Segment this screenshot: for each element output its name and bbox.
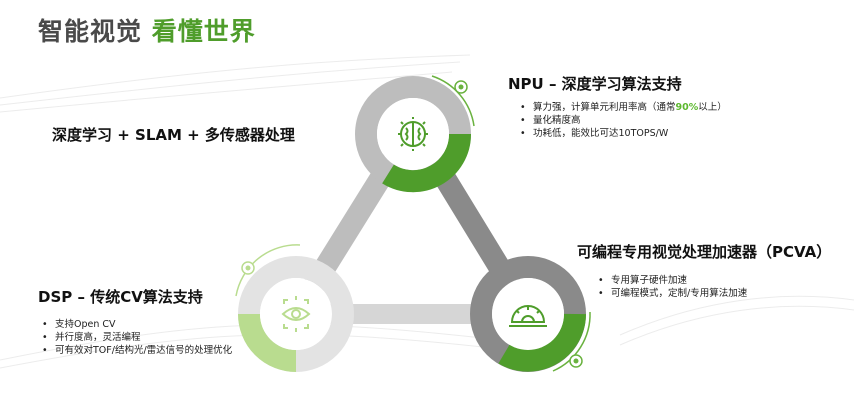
- npu-bullet-1-text: 算力强，计算单元利用率高（通常: [533, 102, 676, 113]
- npu-bullet-1-suffix: 以上）: [698, 102, 727, 113]
- title-accent: 看懂世界: [151, 17, 256, 46]
- npu-bullet-3: 功耗低，能效比可达10TOPS/W: [520, 127, 727, 140]
- node-pcva: [470, 256, 591, 372]
- npu-bullet-2: 量化精度高: [520, 114, 727, 127]
- title-prefix: 智能视觉: [38, 17, 143, 46]
- dsp-bullet-2: 并行度高，灵活编程: [42, 331, 232, 344]
- pcva-bullet-2: 可编程模式，定制/专用算法加速: [598, 287, 747, 300]
- pcva-bullet-1: 专用算子硬件加速: [598, 274, 747, 287]
- pcva-bullets: 专用算子硬件加速 可编程模式，定制/专用算法加速: [598, 274, 747, 300]
- protractor-icon: [509, 305, 547, 327]
- node-npu: [355, 75, 475, 193]
- page-title: 智能视觉 看懂世界: [38, 12, 256, 48]
- target-eye-icon: [281, 296, 311, 332]
- pcva-title: 可编程专用视觉处理加速器（PCVA）: [577, 243, 832, 261]
- dsp-bullet-3: 可有效对TOF/结构光/雷达信号的处理优化: [42, 344, 232, 357]
- npu-utilization-highlight: 90%: [675, 102, 699, 113]
- node-dsp: [235, 244, 354, 372]
- dsp-bullet-1: 支持Open CV: [42, 318, 232, 331]
- brain-icon: [398, 117, 428, 151]
- npu-bullets: 算力强，计算单元利用率高（通常90%以上） 量化精度高 功耗低，能效比可达10T…: [520, 101, 727, 140]
- npu-title: NPU – 深度学习算法支持: [508, 75, 682, 93]
- dsp-title: DSP – 传统CV算法支持: [38, 288, 203, 306]
- dsp-bullets: 支持Open CV 并行度高，灵活编程 可有效对TOF/结构光/雷达信号的处理优…: [42, 318, 232, 357]
- npu-bullet-1: 算力强，计算单元利用率高（通常90%以上）: [520, 101, 727, 114]
- deep-learning-title: 深度学习 + SLAM + 多传感器处理: [52, 126, 295, 144]
